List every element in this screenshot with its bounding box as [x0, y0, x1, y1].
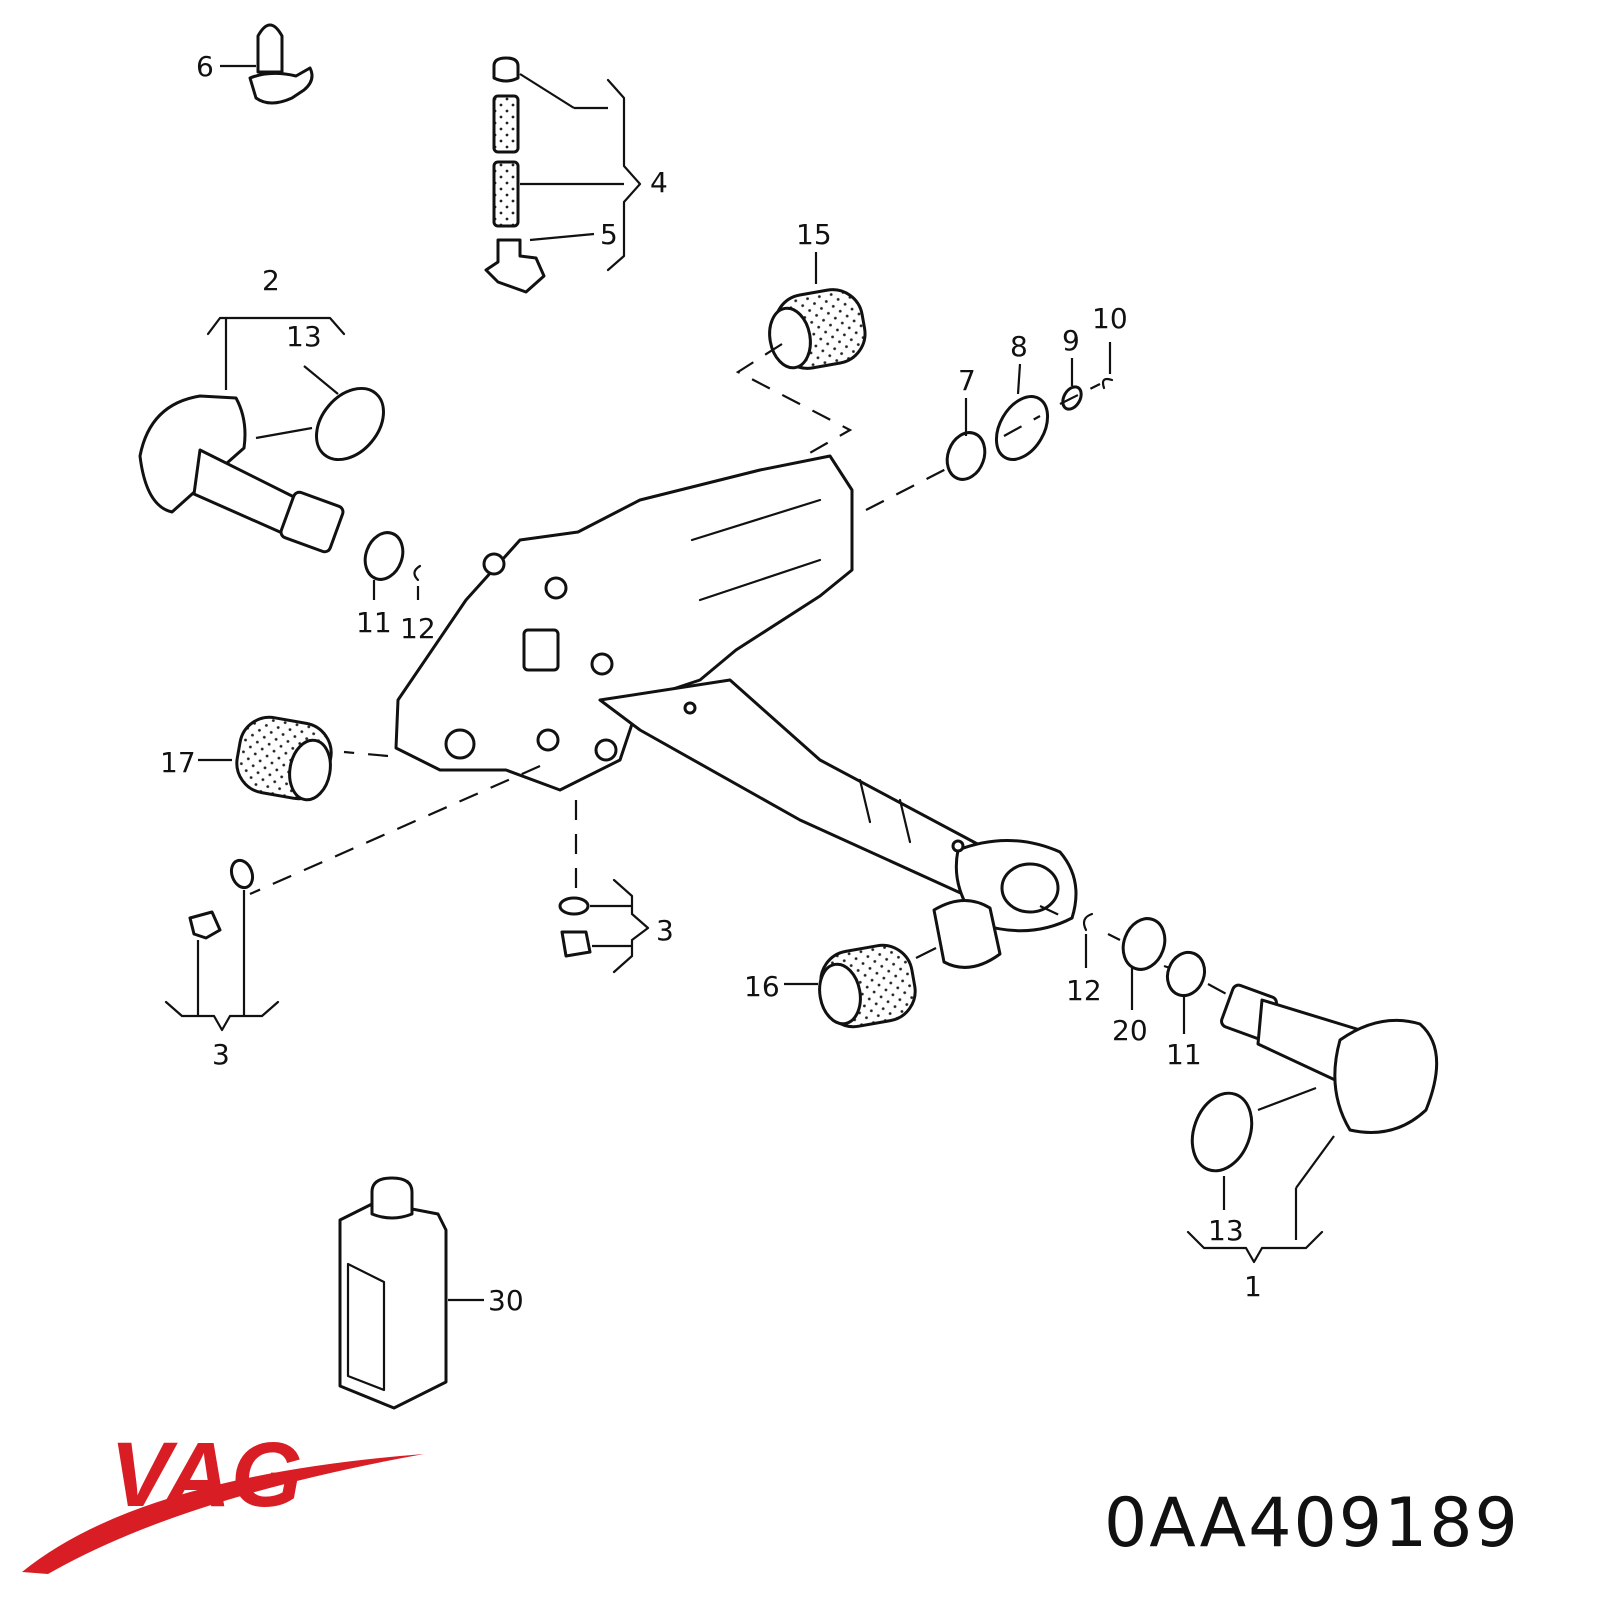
- callout-12-left: 12: [400, 612, 436, 645]
- differential-housing: [394, 454, 1078, 933]
- callout-11-left: 11: [356, 606, 392, 639]
- plug-bottom: [558, 878, 650, 974]
- callout-8: 8: [1010, 330, 1028, 363]
- callout-5: 5: [600, 218, 618, 251]
- oil-bottle: [338, 1176, 484, 1410]
- callout-4: 4: [650, 166, 668, 199]
- brand-logo-text: VAG: [110, 1424, 303, 1526]
- plug-leader-left: [249, 750, 541, 896]
- mount-bushing-17: [198, 715, 333, 802]
- callout-16: 16: [744, 970, 780, 1003]
- callout-10: 10: [1092, 302, 1128, 335]
- right-flange-shaft: [1186, 983, 1439, 1264]
- mount-bushing-16: [784, 899, 1002, 1029]
- left-flange-shaft: [138, 316, 385, 554]
- seal-left: [363, 531, 422, 600]
- callout-1: 1: [1244, 1270, 1262, 1303]
- brand-logo: VAG: [22, 1424, 424, 1574]
- callout-11-right: 11: [1166, 1038, 1202, 1071]
- callout-20: 20: [1112, 1014, 1148, 1047]
- callout-12-right: 12: [1066, 974, 1102, 1007]
- right-seals: [865, 342, 1114, 511]
- callout-15: 15: [796, 218, 832, 251]
- callout-labels: 1 2 3 3 4 5 6 7 8 9 10 11 11 12 12 13 13…: [160, 50, 1262, 1317]
- callout-17: 17: [160, 746, 196, 779]
- part-number: 0AA409189: [1104, 1484, 1520, 1563]
- mount-bushing-15: [735, 252, 867, 455]
- callout-6: 6: [196, 50, 214, 83]
- breather-valve: [220, 23, 314, 105]
- plug-left: [164, 858, 280, 1032]
- callout-2: 2: [262, 264, 280, 297]
- callout-9: 9: [1062, 324, 1080, 357]
- filter-assembly: [484, 56, 642, 294]
- callout-3-bottom: 3: [656, 914, 674, 947]
- brand-swoosh-icon: [22, 1454, 424, 1574]
- callout-13-right: 13: [1208, 1214, 1244, 1247]
- callout-7: 7: [958, 364, 976, 397]
- callout-13-left: 13: [286, 320, 322, 353]
- callout-30: 30: [488, 1284, 524, 1317]
- right-bearing-seals: [1039, 905, 1231, 1034]
- callout-3-left: 3: [212, 1038, 230, 1071]
